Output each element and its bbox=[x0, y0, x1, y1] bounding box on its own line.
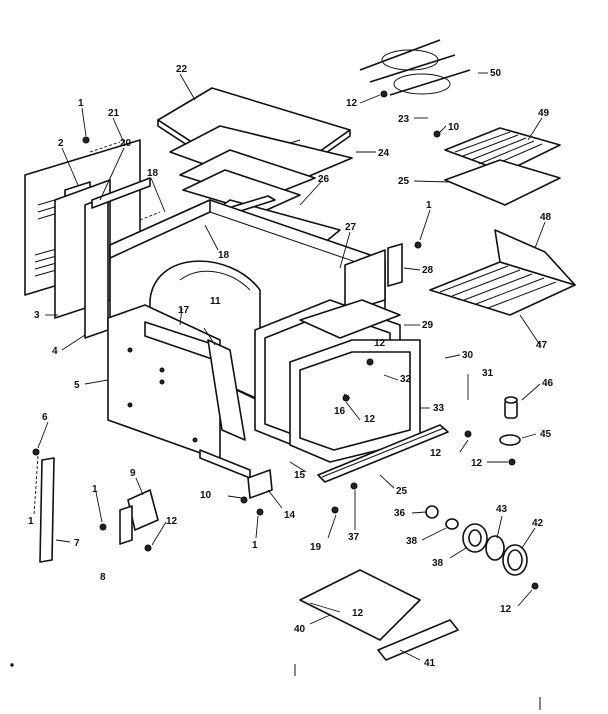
callout-10b: 10 bbox=[200, 490, 212, 501]
callout-16: 16 bbox=[334, 406, 346, 417]
callout-45: 45 bbox=[540, 429, 552, 440]
callout-1a: 1 bbox=[78, 98, 84, 109]
callout-6: 6 bbox=[42, 412, 48, 423]
callout-12e: 12 bbox=[471, 458, 483, 469]
control-bracket-11 bbox=[207, 339, 246, 441]
callout-1e: 1 bbox=[252, 540, 258, 551]
callout-12b: 12 bbox=[374, 338, 386, 349]
callout-40: 40 bbox=[294, 624, 306, 635]
bracket-8 bbox=[119, 505, 133, 545]
rear-strip-4 bbox=[84, 195, 109, 339]
kickplate-41 bbox=[377, 619, 459, 661]
callout-10a: 10 bbox=[448, 122, 460, 133]
leader-lines bbox=[33, 72, 546, 661]
callout-36: 36 bbox=[394, 508, 406, 519]
callout-46: 46 bbox=[542, 378, 554, 389]
callout-12f: 12 bbox=[166, 516, 178, 527]
callout-11: 11 bbox=[210, 296, 221, 307]
callout-43: 43 bbox=[496, 504, 508, 515]
callout-12h: 12 bbox=[352, 608, 364, 619]
callout-8: 8 bbox=[100, 572, 106, 583]
callout-25: 25 bbox=[398, 176, 410, 187]
bracket-27 bbox=[344, 249, 386, 313]
hinge-block-14 bbox=[247, 469, 273, 499]
callout-labels: 1 21 22 2 20 18 24 26 18 27 50 12 23 10 … bbox=[28, 64, 554, 669]
callout-14: 14 bbox=[284, 510, 296, 521]
callout-47: 47 bbox=[536, 340, 548, 351]
lamp-socket-36 bbox=[425, 505, 439, 519]
callout-19: 19 bbox=[310, 542, 322, 553]
broiler-pan-25 bbox=[444, 159, 561, 206]
bottom-rail-15 bbox=[199, 449, 251, 479]
lamp-38a bbox=[445, 518, 459, 530]
callout-42: 42 bbox=[532, 518, 544, 529]
brace-20 bbox=[91, 177, 151, 209]
bezel-45 bbox=[499, 434, 521, 446]
callout-37: 37 bbox=[348, 532, 360, 543]
knob-46 bbox=[504, 396, 518, 419]
oven-front-frame-33 bbox=[289, 339, 421, 463]
callout-20: 20 bbox=[120, 138, 132, 149]
callout-27: 27 bbox=[345, 222, 357, 233]
callout-12g: 12 bbox=[500, 604, 512, 615]
callout-38a: 38 bbox=[406, 536, 418, 547]
callout-33: 33 bbox=[433, 403, 445, 414]
callout-41: 41 bbox=[424, 658, 436, 669]
callout-32: 32 bbox=[400, 374, 412, 385]
callout-3: 3 bbox=[34, 310, 40, 321]
callout-12a: 12 bbox=[346, 98, 358, 109]
callout-28: 28 bbox=[422, 265, 434, 276]
callout-18b: 18 bbox=[218, 250, 230, 261]
callout-29: 29 bbox=[422, 320, 434, 331]
callout-5: 5 bbox=[74, 380, 80, 391]
callout-30: 30 bbox=[462, 350, 474, 361]
callout-15: 15 bbox=[294, 470, 306, 481]
callout-50: 50 bbox=[490, 68, 502, 79]
callout-7: 7 bbox=[74, 538, 80, 549]
callout-1d: 1 bbox=[92, 484, 98, 495]
ring-38b bbox=[462, 523, 488, 553]
callout-23: 23 bbox=[398, 114, 410, 125]
broiler-grid-49 bbox=[444, 127, 561, 173]
callout-25b: 25 bbox=[396, 486, 408, 497]
callout-38b: 38 bbox=[432, 558, 444, 569]
callout-49: 49 bbox=[538, 108, 550, 119]
bottom-plate-40 bbox=[299, 569, 421, 641]
cover-42 bbox=[502, 544, 528, 576]
callout-21: 21 bbox=[108, 108, 120, 119]
rack-support-50 bbox=[359, 39, 471, 96]
callout-31: 31 bbox=[482, 368, 494, 379]
hinge-28 bbox=[387, 243, 403, 287]
lens-43 bbox=[485, 535, 505, 561]
callout-24: 24 bbox=[378, 148, 390, 159]
callout-48: 48 bbox=[540, 212, 552, 223]
callout-22: 22 bbox=[176, 64, 188, 75]
callout-4: 4 bbox=[52, 346, 58, 357]
callout-2: 2 bbox=[58, 138, 64, 149]
side-trim-7 bbox=[39, 457, 55, 563]
callout-1b: 1 bbox=[426, 200, 432, 211]
callout-12d: 12 bbox=[430, 448, 442, 459]
screws bbox=[32, 90, 539, 590]
callout-17: 17 bbox=[178, 305, 190, 316]
oven-rack-48 bbox=[429, 229, 576, 316]
callout-1c: 1 bbox=[28, 516, 34, 527]
callout-18: 18 bbox=[147, 168, 159, 179]
callout-26: 26 bbox=[318, 174, 330, 185]
callout-9: 9 bbox=[130, 468, 136, 479]
callout-12c: 12 bbox=[364, 414, 376, 425]
stray-dot bbox=[10, 663, 14, 667]
